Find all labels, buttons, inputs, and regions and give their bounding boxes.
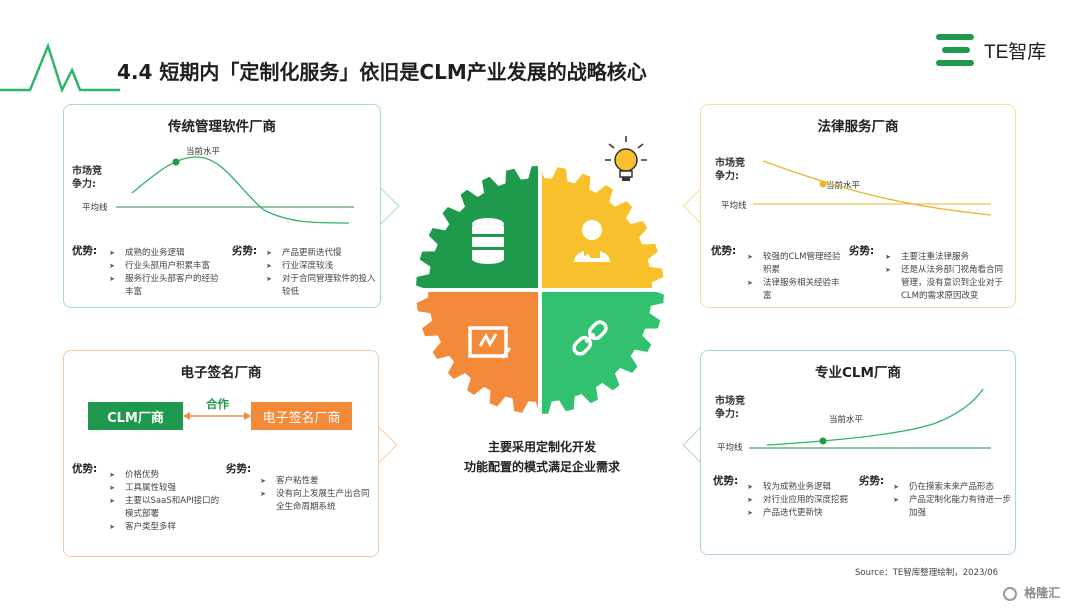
list-item: 客户类型多样 <box>109 521 221 534</box>
avg-label: 平均线 <box>721 201 747 211</box>
center-caption-line: 功能配置的模式满足企业需求 <box>463 460 620 474</box>
list-item: 客户粘性差 <box>260 475 372 488</box>
double-arrow-icon <box>183 412 251 420</box>
list-item: 成熟的业务逻辑 <box>109 247 219 260</box>
current-level-label: 当前水平 <box>826 181 861 191</box>
center-gear-diagram <box>412 162 668 418</box>
watermark-text: 格隆汇 <box>1024 586 1061 600</box>
list-item: 较强的CLM管理经验积累 <box>747 251 845 277</box>
list-item: 仍在摸索未来产品形态 <box>893 481 1011 494</box>
pros-list: 成熟的业务逻辑 行业头部用户积累丰富 服务行业头部客户的经验丰富 <box>109 247 219 299</box>
source-note: Source：TE智库整理绘制，2023/06 <box>855 568 999 578</box>
lightbulb-icon <box>605 136 647 181</box>
current-level-label: 当前水平 <box>829 415 864 425</box>
center-caption-line: 主要采用定制化开发 <box>487 440 596 454</box>
list-item: 较为成熟业务逻辑 <box>747 481 865 494</box>
center-caption: 主要采用定制化开发 功能配置的模式满足企业需求 <box>440 437 644 477</box>
avg-label: 平均线 <box>717 443 743 453</box>
list-item: 产品迭代更新快 <box>747 507 865 520</box>
list-item: 对行业应用的深度挖掘 <box>747 494 865 507</box>
competitiveness-curve <box>749 388 991 449</box>
list-item: 服务行业头部客户的经验丰富 <box>109 273 219 299</box>
database-icon <box>472 218 504 264</box>
axis-label: 市场竞争力: <box>715 396 745 420</box>
list-item: 没有向上发展生产出合同全生命周期系统 <box>260 488 372 514</box>
logo-text: TE智库 <box>984 41 1047 63</box>
current-level-label: 当前水平 <box>186 147 221 157</box>
pros-list: 较强的CLM管理经验积累 法律服务相关经验丰富 <box>747 251 845 303</box>
cons-label: 劣势: <box>232 245 258 257</box>
cons-label: 劣势: <box>226 463 252 475</box>
heartbeat-line-icon <box>0 42 120 94</box>
card-title: 电子签名厂商 <box>180 365 262 381</box>
cooperation-label: 合作 <box>206 397 229 411</box>
clm-vendor-box: CLM厂商 <box>88 402 183 430</box>
list-item: 还是从法务部门视角看合同管理，没有意识到企业对于CLM的需求原因改变 <box>885 264 1011 303</box>
pros-label: 优势: <box>72 463 98 475</box>
list-item: 对于合同管理软件的投入较低 <box>266 273 376 299</box>
watermark-icon <box>1003 586 1017 601</box>
pros-label: 优势: <box>713 475 739 487</box>
card-title: 法律服务厂商 <box>817 119 899 135</box>
pros-label: 优势: <box>711 245 737 257</box>
list-item: 行业深度较浅 <box>266 260 376 273</box>
pros-list: 价格优势 工具属性较强 主要以SaaS和API接口的模式部署 客户类型多样 <box>109 469 221 534</box>
cons-list: 产品更新迭代慢 行业深度较浅 对于合同管理软件的投入较低 <box>266 247 376 299</box>
list-item: 行业头部用户积累丰富 <box>109 260 219 273</box>
link-icon <box>572 320 608 356</box>
list-item: 主要注重法律服务 <box>885 251 1011 264</box>
list-item: 产品更新迭代慢 <box>266 247 376 260</box>
watermark: 格隆汇 <box>1003 584 1060 601</box>
cons-label: 劣势: <box>859 475 885 487</box>
card-esign-vendors: 电子签名厂商 优势: 价格优势 工具属性较强 主要以SaaS和API接口的模式部… <box>63 350 379 557</box>
competitiveness-curve <box>116 156 354 224</box>
cons-list: 仍在摸索未来产品形态 产品定制化能力有待进一步加强 <box>893 481 1011 520</box>
gear-quadrant-orange <box>416 290 540 414</box>
list-item: 价格优势 <box>109 469 221 482</box>
card-traditional-vendors: 传统管理软件厂商 市场竞争力: 平均线 当前水平 优势: 成熟的业务逻辑 行业头… <box>63 104 381 308</box>
list-item: 产品定制化能力有待进一步加强 <box>893 494 1011 520</box>
card-title: 专业CLM厂商 <box>815 365 901 381</box>
card-title: 传统管理软件厂商 <box>168 119 276 135</box>
pros-list: 较为成熟业务逻辑 对行业应用的深度挖掘 产品迭代更新快 <box>747 481 865 520</box>
esign-vendor-box: 电子签名厂商 <box>251 402 352 430</box>
pros-label: 优势: <box>72 245 98 257</box>
cons-label: 劣势: <box>849 245 875 257</box>
cons-list: 客户粘性差 没有向上发展生产出合同全生命周期系统 <box>260 475 372 514</box>
logo: TE智库 <box>936 33 1046 67</box>
list-item: 法律服务相关经验丰富 <box>747 277 845 303</box>
card-legal-vendors: 法律服务厂商 市场竞争力: 平均线 当前水平 优势: 较强的CLM管理经验积累 … <box>700 104 1016 308</box>
list-item: 主要以SaaS和API接口的模式部署 <box>109 495 221 521</box>
lawyer-icon <box>574 220 610 263</box>
avg-label: 平均线 <box>82 203 108 213</box>
page-title: 4.4 短期内「定制化服务」依旧是CLM产业发展的战略核心 <box>117 60 647 84</box>
card-clm-vendors: 专业CLM厂商 市场竞争力: 平均线 当前水平 优势: 较为成熟业务逻辑 对行业… <box>700 350 1016 555</box>
te-logo-icon <box>936 34 974 66</box>
signature-icon <box>468 326 512 359</box>
axis-label: 市场竞争力: <box>72 166 102 190</box>
list-item: 工具属性较强 <box>109 482 221 495</box>
cons-list: 主要注重法律服务 还是从法务部门视角看合同管理，没有意识到企业对于CLM的需求原… <box>885 251 1011 303</box>
gear-quadrant-light-green <box>540 290 664 414</box>
axis-label: 市场竞争力: <box>715 158 745 182</box>
competitiveness-curve <box>753 160 992 216</box>
